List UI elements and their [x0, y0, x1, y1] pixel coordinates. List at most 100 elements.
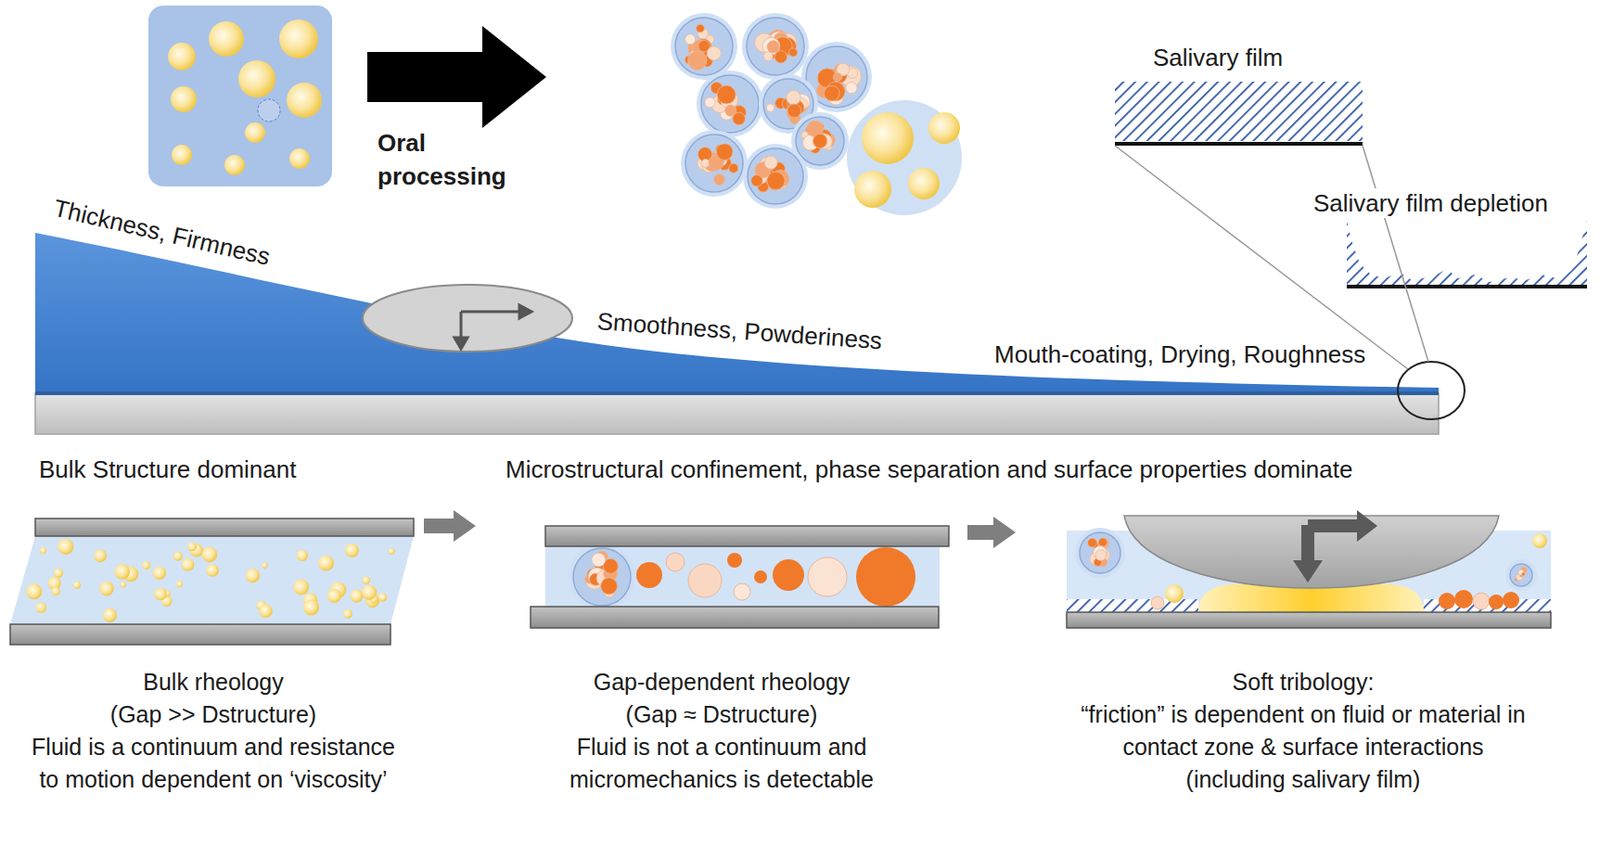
particles	[568, 543, 916, 611]
drawn-shape	[685, 134, 743, 192]
drawn-shape	[766, 103, 774, 112]
drawn-shape	[1502, 591, 1520, 609]
plate	[1066, 612, 1551, 628]
drawn-shape	[767, 171, 785, 190]
drawn-shape	[171, 144, 192, 166]
label-text: Mouth-coating, Drying, Roughness	[994, 339, 1366, 370]
bulk-fluid	[10, 536, 414, 625]
drawn-shape	[1075, 527, 1126, 578]
particles	[1151, 533, 1548, 610]
drawn-shape	[1088, 537, 1098, 548]
panel-title: Gap-dependent rheology	[531, 665, 912, 699]
drawn-shape	[1151, 596, 1165, 610]
drawn-shape	[208, 21, 244, 57]
drawn-shape	[205, 563, 219, 577]
label-text: Microstructural confinement, phase separ…	[505, 454, 1353, 485]
drawn-shape	[224, 154, 245, 176]
drawn-shape	[861, 112, 914, 165]
drawn-shape	[670, 12, 738, 80]
arrow-shaft	[423, 518, 456, 534]
zoom-circle	[1397, 361, 1465, 420]
drawn-shape	[245, 568, 260, 583]
panel-node: Soft tribology:“friction” is dependent o…	[1020, 505, 1587, 800]
panel-title: Soft tribology:	[1075, 665, 1531, 699]
drawn-shape	[141, 561, 151, 570]
drawn-shape	[53, 568, 64, 578]
droplets	[167, 19, 322, 176]
drawn-shape	[258, 604, 273, 619]
drawn-shape	[153, 566, 167, 580]
drawn-shape	[727, 552, 743, 568]
drawn-shape	[1098, 537, 1107, 547]
drawn-shape	[795, 116, 845, 166]
drawn-shape	[928, 112, 960, 144]
label-text: Salivary film	[1152, 42, 1283, 73]
drawn-shape	[733, 583, 751, 601]
drawn-shape	[73, 580, 81, 589]
drawn-shape	[706, 46, 721, 61]
drawn-shape	[39, 547, 47, 554]
soft-probe	[1124, 515, 1499, 589]
plate	[10, 624, 391, 645]
depleted-film	[1346, 220, 1588, 286]
drawn-shape	[742, 143, 808, 209]
drawn-shape	[36, 601, 47, 613]
particle-clusters	[1075, 527, 1537, 591]
drawn-shape	[701, 75, 759, 133]
droplets	[25, 538, 395, 623]
drawn-shape	[167, 42, 196, 71]
drawn-shape	[786, 90, 801, 105]
label-text: Salivary film depletion	[1310, 188, 1551, 218]
drawn-shape	[1488, 594, 1504, 610]
drawn-shape	[378, 592, 387, 602]
drawn-shape	[1522, 572, 1526, 576]
drawn-shape	[99, 581, 115, 597]
drawn-shape	[696, 24, 705, 33]
motion-axes	[454, 305, 532, 349]
panel-text: Fluid is not a continuum and micromechan…	[531, 730, 912, 796]
drawn-shape	[772, 559, 805, 591]
drawn-shape	[742, 12, 809, 80]
drawn-shape	[1095, 550, 1107, 562]
drawn-shape	[573, 548, 631, 606]
drawn-shape	[460, 310, 522, 314]
drawn-shape	[289, 148, 310, 169]
drawn-shape	[238, 60, 276, 98]
gap-fluid	[545, 546, 940, 607]
drawn-shape	[751, 175, 763, 187]
drawn-shape	[1438, 592, 1456, 610]
drawn-shape	[636, 562, 663, 589]
drawn-shape	[714, 174, 726, 186]
drawn-shape	[774, 51, 787, 64]
panel-node: Gap-dependent rheology(Gap ≈ Dstructure)…	[480, 512, 963, 800]
drawn-shape	[296, 550, 308, 562]
drawn-shape	[807, 557, 847, 597]
drawn-shape	[787, 103, 802, 118]
drawn-shape	[202, 546, 218, 563]
drawn-shape	[687, 51, 707, 71]
block-arrow	[967, 516, 1016, 549]
panel-text: “friction” is dependent on fluid or mate…	[1075, 698, 1531, 796]
process-arrow	[367, 25, 547, 128]
panel-text: (Gap >> Dstructure)	[27, 698, 399, 731]
label-text: Thickness, Firmness	[51, 192, 273, 272]
base-surface	[35, 393, 1439, 435]
drawn-shape	[293, 579, 309, 596]
drawn-shape	[688, 563, 722, 598]
drawn-shape	[153, 588, 167, 602]
panel-text: Fluid is a continuum and resistance to m…	[27, 730, 399, 796]
drawn-shape	[343, 609, 353, 619]
plate	[545, 525, 949, 547]
drawn-shape	[57, 538, 74, 555]
drawn-shape	[1079, 532, 1121, 574]
panel-caption: Soft tribology:“friction” is dependent o…	[1075, 665, 1531, 796]
drawn-shape	[257, 99, 281, 122]
panel-node: Bulk rheology(Gap >> Dstructure)Fluid is…	[7, 512, 420, 800]
panel-caption: Gap-dependent rheology(Gap ≈ Dstructure)…	[531, 665, 912, 796]
drawn-shape	[716, 85, 736, 104]
label-text: Bulk Structure dominant	[38, 454, 296, 485]
zoom-line	[1114, 145, 1408, 370]
drawn-shape	[812, 133, 827, 148]
drawn-shape	[93, 549, 107, 563]
